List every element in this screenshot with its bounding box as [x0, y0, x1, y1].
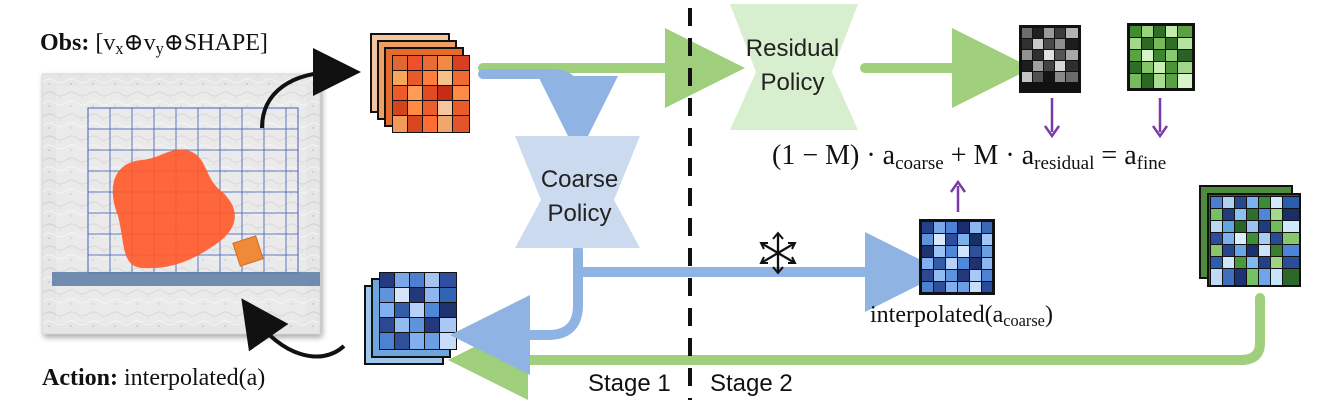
fine-action-equation: (1 − M) · acoarse + M · aresidual = afin…: [772, 140, 1166, 175]
stage-1-label: Stage 1: [588, 370, 671, 397]
observation-label-oplus: ⊕v: [123, 30, 156, 56]
observation-label-open: [v: [95, 30, 116, 56]
observation-label-tail: ⊕SHAPE]: [163, 30, 268, 56]
action-label-prefix: Action:: [42, 365, 118, 391]
equation-part1: (1 − M) · a: [772, 140, 896, 171]
green-return-flow: [448, 293, 1265, 400]
interpolated-coarse-text: interpolated(a: [870, 302, 1004, 328]
equation-sub2: residual: [1034, 152, 1095, 174]
interpolated-coarse-close: ): [1044, 302, 1053, 328]
equation-part2: + M · a: [943, 140, 1035, 171]
coarse-policy-label: Coarse Policy: [522, 163, 637, 231]
observation-label-y: y: [155, 39, 164, 59]
observation-stack: [370, 33, 470, 133]
snowflake-icon: [759, 231, 797, 275]
residual-policy-label: Residual Policy: [735, 32, 850, 100]
equation-sub3: fine: [1136, 152, 1167, 174]
blue-flow-to-action: [450, 245, 583, 375]
fine-action-grid: [1199, 185, 1301, 287]
action-stack: [364, 272, 457, 365]
residual-policy-block: [730, 4, 858, 130]
coarse-policy-label-line2: Policy: [547, 200, 612, 227]
stage-2-label: Stage 2: [710, 370, 793, 397]
equation-part3: = a: [1094, 140, 1137, 171]
pusher-bar: [52, 272, 320, 286]
target-block: [232, 235, 264, 267]
mask-output-grid: [1127, 23, 1195, 91]
deformable-shape: [112, 149, 235, 269]
action-label: Action: interpolated(a): [42, 365, 265, 392]
blue-flow-to-coarse: [478, 69, 618, 156]
interpolated-coarse-label: interpolated(acoarse): [870, 302, 1053, 331]
coarse-policy-block: [515, 136, 640, 248]
interpolated-coarse-grid: [919, 219, 995, 295]
coarse-policy-label-line1: Coarse: [540, 166, 619, 193]
residual-policy-label-line2: Policy: [760, 69, 825, 96]
observation-label: Obs: [vx⊕vy⊕SHAPE]: [40, 28, 268, 59]
observation-label-x: x: [115, 39, 124, 59]
interpolated-coarse-sub: coarse: [1003, 311, 1045, 331]
observation-arrow: [260, 48, 361, 129]
action-label-text: interpolated(a): [123, 365, 266, 391]
observation-label-prefix: Obs:: [40, 30, 90, 56]
action-arrow: [241, 298, 346, 359]
residual-policy-label-line1: Residual: [745, 35, 840, 62]
residual-mask-grid: [1019, 25, 1081, 93]
equation-sub1: coarse: [895, 152, 944, 174]
